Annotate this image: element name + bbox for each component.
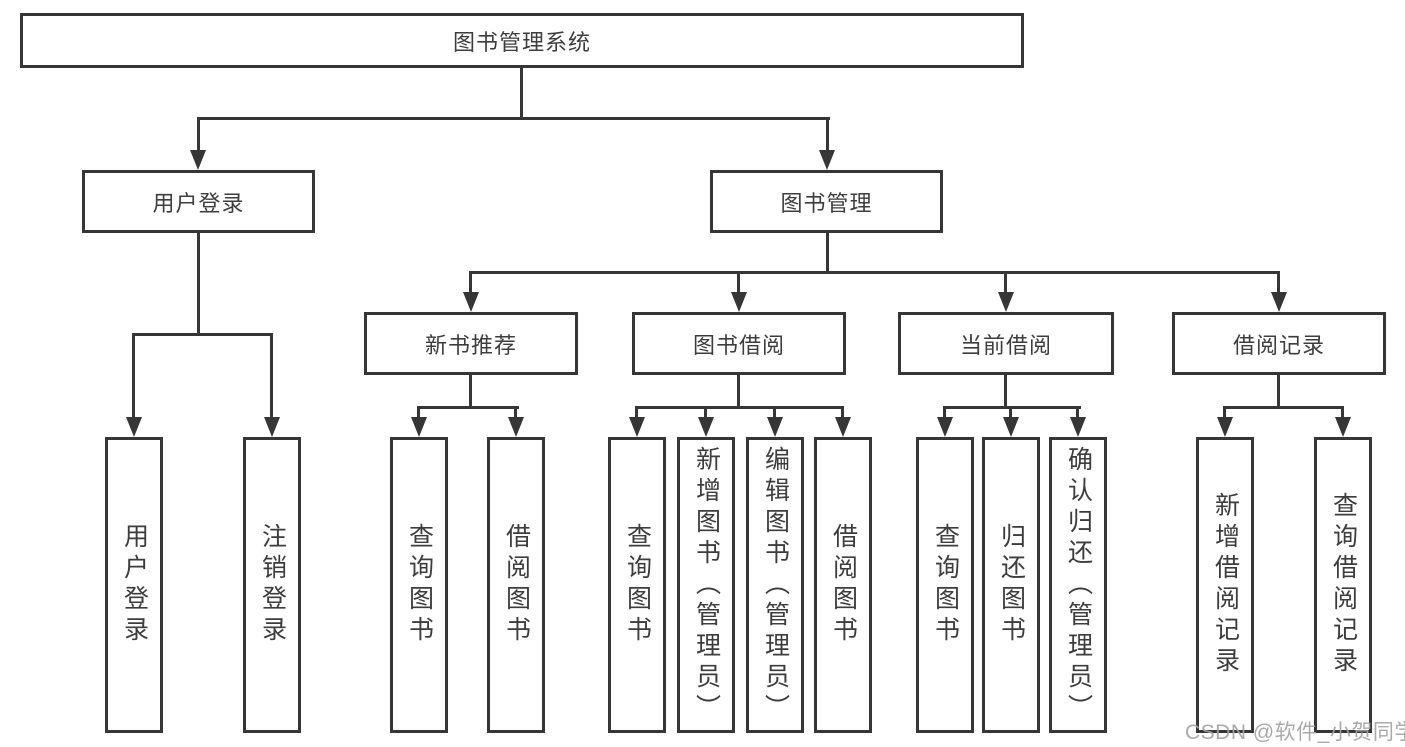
- leaf-query-books-recommend: 查询图书: [390, 437, 448, 733]
- arrowhead-current-confirm: [1070, 417, 1086, 437]
- arrowhead-borrow-add: [698, 417, 714, 437]
- leaf-query-books-current-label: 查询图书: [931, 523, 960, 647]
- leaf-edit-books-admin-label: 编辑图书（管理员）: [761, 445, 790, 725]
- node-root: 图书管理系统: [20, 13, 1024, 68]
- edge-drop-current-return: [1009, 406, 1012, 420]
- node-new-book-recommend: 新书推荐: [364, 312, 578, 375]
- leaf-query-books-current: 查询图书: [916, 437, 974, 733]
- node-root-label: 图书管理系统: [452, 29, 591, 55]
- edge-user-login-branch: [132, 333, 273, 336]
- leaf-logout: 注销登录: [243, 437, 301, 733]
- edge-drop-current-confirm: [1076, 406, 1079, 420]
- edge-current-branch: [943, 406, 1081, 409]
- edge-record-branch: [1223, 406, 1344, 409]
- leaf-add-books-admin: 新增图书（管理员）: [677, 437, 735, 733]
- leaf-logout-label: 注销登录: [258, 523, 287, 647]
- leaf-user-login: 用户登录: [105, 437, 163, 733]
- leaf-borrow-books-recommend-label: 借阅图书: [502, 523, 531, 647]
- edge-current-trunk: [1004, 375, 1007, 409]
- edge-drop-current-borrow: [1004, 271, 1007, 296]
- leaf-borrow-books: 借阅图书: [814, 437, 872, 733]
- leaf-add-borrow-record: 新增借阅记录: [1196, 437, 1254, 733]
- arrowhead-leaf-login: [126, 417, 142, 437]
- arrowhead-current-return: [1003, 417, 1019, 437]
- edge-recommend-branch: [417, 406, 519, 409]
- arrowhead-recommend-borrow: [508, 417, 524, 437]
- edge-drop-borrow-query: [635, 406, 638, 420]
- leaf-query-books-borrow-label: 查询图书: [623, 523, 652, 647]
- edge-user-login-trunk: [197, 233, 200, 336]
- node-current-borrow-label: 当前借阅: [959, 332, 1052, 358]
- leaf-return-books: 归还图书: [982, 437, 1040, 733]
- leaf-user-login-label: 用户登录: [120, 523, 149, 647]
- node-book-management: 图书管理: [710, 170, 943, 233]
- node-user-login-label: 用户登录: [152, 190, 245, 216]
- edge-drop-user-login: [197, 117, 200, 153]
- edge-drop-borrow-borrow: [841, 406, 844, 420]
- watermark: CSDN @软件_小贺同学: [1185, 721, 1405, 744]
- edge-drop-leaf-login: [132, 333, 135, 421]
- node-book-borrow-label: 图书借阅: [692, 332, 785, 358]
- leaf-add-borrow-record-label: 新增借阅记录: [1211, 492, 1240, 678]
- edge-drop-record-query: [1341, 406, 1344, 420]
- edge-root-trunk: [520, 68, 523, 120]
- edge-root-branch: [197, 117, 830, 120]
- leaf-query-borrow-record: 查询借阅记录: [1314, 437, 1372, 733]
- edge-drop-recommend-query: [417, 406, 420, 420]
- edge-drop-borrow-edit: [773, 406, 776, 420]
- node-current-borrow: 当前借阅: [898, 312, 1114, 375]
- arrowhead-current-borrow: [998, 292, 1014, 312]
- edge-drop-new-book-recommend: [469, 271, 472, 296]
- edge-recommend-trunk: [469, 375, 472, 409]
- edge-borrow-branch: [635, 406, 844, 409]
- arrowhead-book-borrow: [731, 292, 747, 312]
- edge-drop-recommend-borrow: [514, 406, 517, 420]
- leaf-query-books-recommend-label: 查询图书: [405, 523, 434, 647]
- arrowhead-borrow-borrow: [835, 417, 851, 437]
- leaf-borrow-books-label: 借阅图书: [829, 523, 858, 647]
- arrowhead-borrow-query: [629, 417, 645, 437]
- leaf-return-books-label: 归还图书: [997, 523, 1026, 647]
- edge-drop-leaf-logout: [270, 333, 273, 421]
- arrowhead-book-management: [819, 150, 835, 170]
- arrowhead-user-login: [190, 150, 206, 170]
- leaf-query-books-borrow: 查询图书: [608, 437, 666, 733]
- edge-drop-book-borrow: [737, 271, 740, 296]
- arrowhead-record-query: [1335, 417, 1351, 437]
- edge-drop-borrow-add: [704, 406, 707, 420]
- node-new-book-recommend-label: 新书推荐: [424, 332, 517, 358]
- node-borrow-record-label: 借阅记录: [1232, 332, 1325, 358]
- arrowhead-leaf-logout: [264, 417, 280, 437]
- arrowhead-record-add: [1217, 417, 1233, 437]
- node-book-borrow: 图书借阅: [632, 312, 846, 375]
- leaf-edit-books-admin: 编辑图书（管理员）: [746, 437, 804, 733]
- leaf-borrow-books-recommend: 借阅图书: [487, 437, 545, 733]
- arrowhead-new-book-recommend: [463, 292, 479, 312]
- arrowhead-current-query: [937, 417, 953, 437]
- edge-drop-borrow-record: [1277, 271, 1280, 296]
- leaf-query-borrow-record-label: 查询借阅记录: [1329, 492, 1358, 678]
- edge-drop-record-add: [1223, 406, 1226, 420]
- arrowhead-recommend-query: [411, 417, 427, 437]
- node-user-login: 用户登录: [82, 170, 315, 233]
- edge-record-trunk: [1277, 375, 1280, 409]
- edge-book-management-branch: [469, 271, 1280, 274]
- leaf-confirm-return-admin-label: 确认归还（管理员）: [1064, 445, 1093, 725]
- edge-borrow-trunk: [737, 375, 740, 409]
- edge-drop-current-query: [943, 406, 946, 420]
- leaf-add-books-admin-label: 新增图书（管理员）: [692, 445, 721, 725]
- arrowhead-borrow-record: [1271, 292, 1287, 312]
- node-borrow-record: 借阅记录: [1172, 312, 1386, 375]
- node-book-management-label: 图书管理: [780, 190, 873, 216]
- edge-book-management-trunk: [826, 233, 829, 274]
- edge-drop-book-management: [826, 117, 829, 153]
- arrowhead-borrow-edit: [767, 417, 783, 437]
- leaf-confirm-return-admin: 确认归还（管理员）: [1049, 437, 1107, 733]
